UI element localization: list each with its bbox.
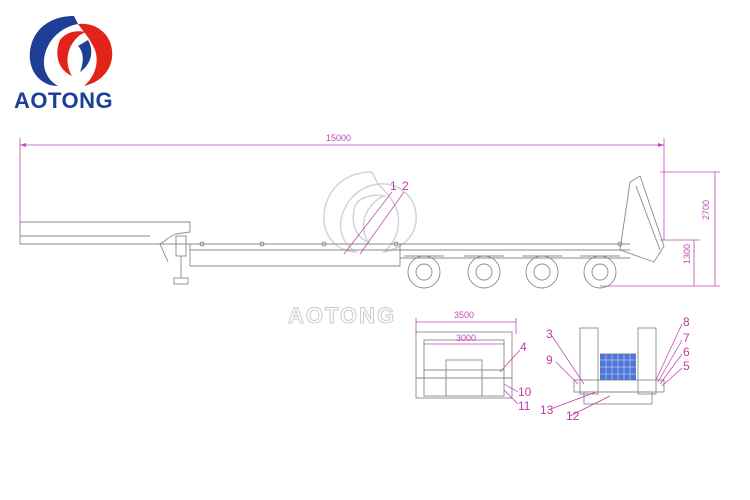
inner-width-label: 3000 (456, 333, 476, 343)
watermark-text: AOTONG (288, 303, 396, 328)
callout-2: 2 (402, 179, 409, 193)
callout-12: 12 (566, 409, 580, 423)
rear-height-label: 2700 (701, 200, 711, 220)
brand-name: AOTONG (14, 88, 114, 113)
callout-4: 4 (520, 340, 527, 354)
callout-8: 8 (683, 315, 690, 329)
callout-13: 13 (540, 403, 554, 417)
callout-3: 3 (546, 327, 553, 341)
overall-length-label: 15000 (326, 133, 351, 143)
trailer-side-view (19, 175, 665, 289)
front-width-dimensions (415, 318, 517, 345)
deck-height-label: 1300 (682, 244, 692, 264)
front-view (415, 331, 513, 399)
rear-ramp-mesh-grid (600, 354, 636, 380)
outer-width-label: 3500 (454, 310, 474, 320)
callout-10: 10 (518, 385, 532, 399)
callout-6: 6 (683, 345, 690, 359)
callout-7: 7 (683, 331, 690, 345)
overall-length-dimension (19, 138, 665, 240)
watermark: AOTONG (288, 171, 417, 329)
height-dimensions (600, 171, 720, 287)
callout-5: 5 (683, 359, 690, 373)
side-callout-leaders (343, 191, 405, 255)
callout-11: 11 (518, 399, 531, 413)
front-callout-leaders (499, 349, 521, 405)
rear-view (573, 327, 665, 405)
rear-callout-leaders (547, 323, 683, 417)
callout-9: 9 (546, 353, 553, 367)
aotong-logo-icon (29, 16, 113, 86)
callout-1: 1 (390, 179, 397, 193)
